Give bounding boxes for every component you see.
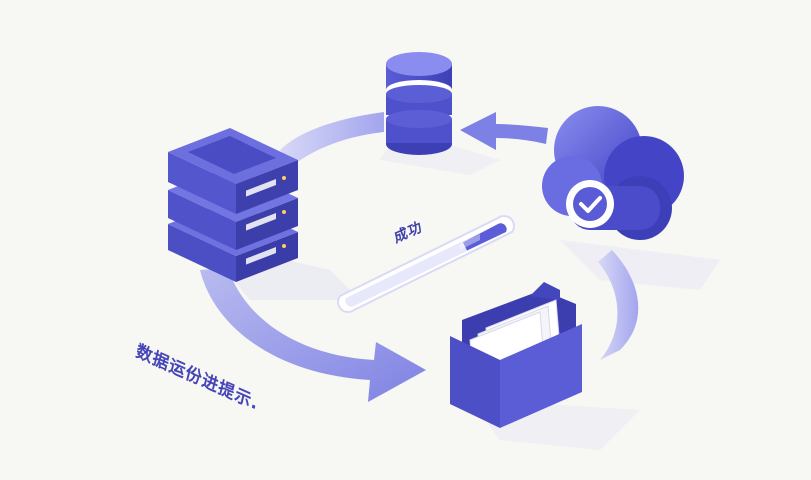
- database-icon: [386, 52, 452, 155]
- progress-bar: [337, 215, 515, 313]
- server-rack-icon: [168, 128, 298, 282]
- arrow-server-to-database: [280, 112, 384, 166]
- arrow-cloud-to-folder: [598, 250, 639, 360]
- server-status-lights: [246, 176, 286, 265]
- cloud-check-icon: [542, 106, 684, 240]
- folder-documents-icon: [450, 282, 582, 428]
- progress-fill: [463, 223, 507, 251]
- checkmark-icon: [579, 196, 602, 213]
- arrow-cloud-to-database: [460, 112, 548, 150]
- arrow-server-to-folder: [200, 268, 426, 402]
